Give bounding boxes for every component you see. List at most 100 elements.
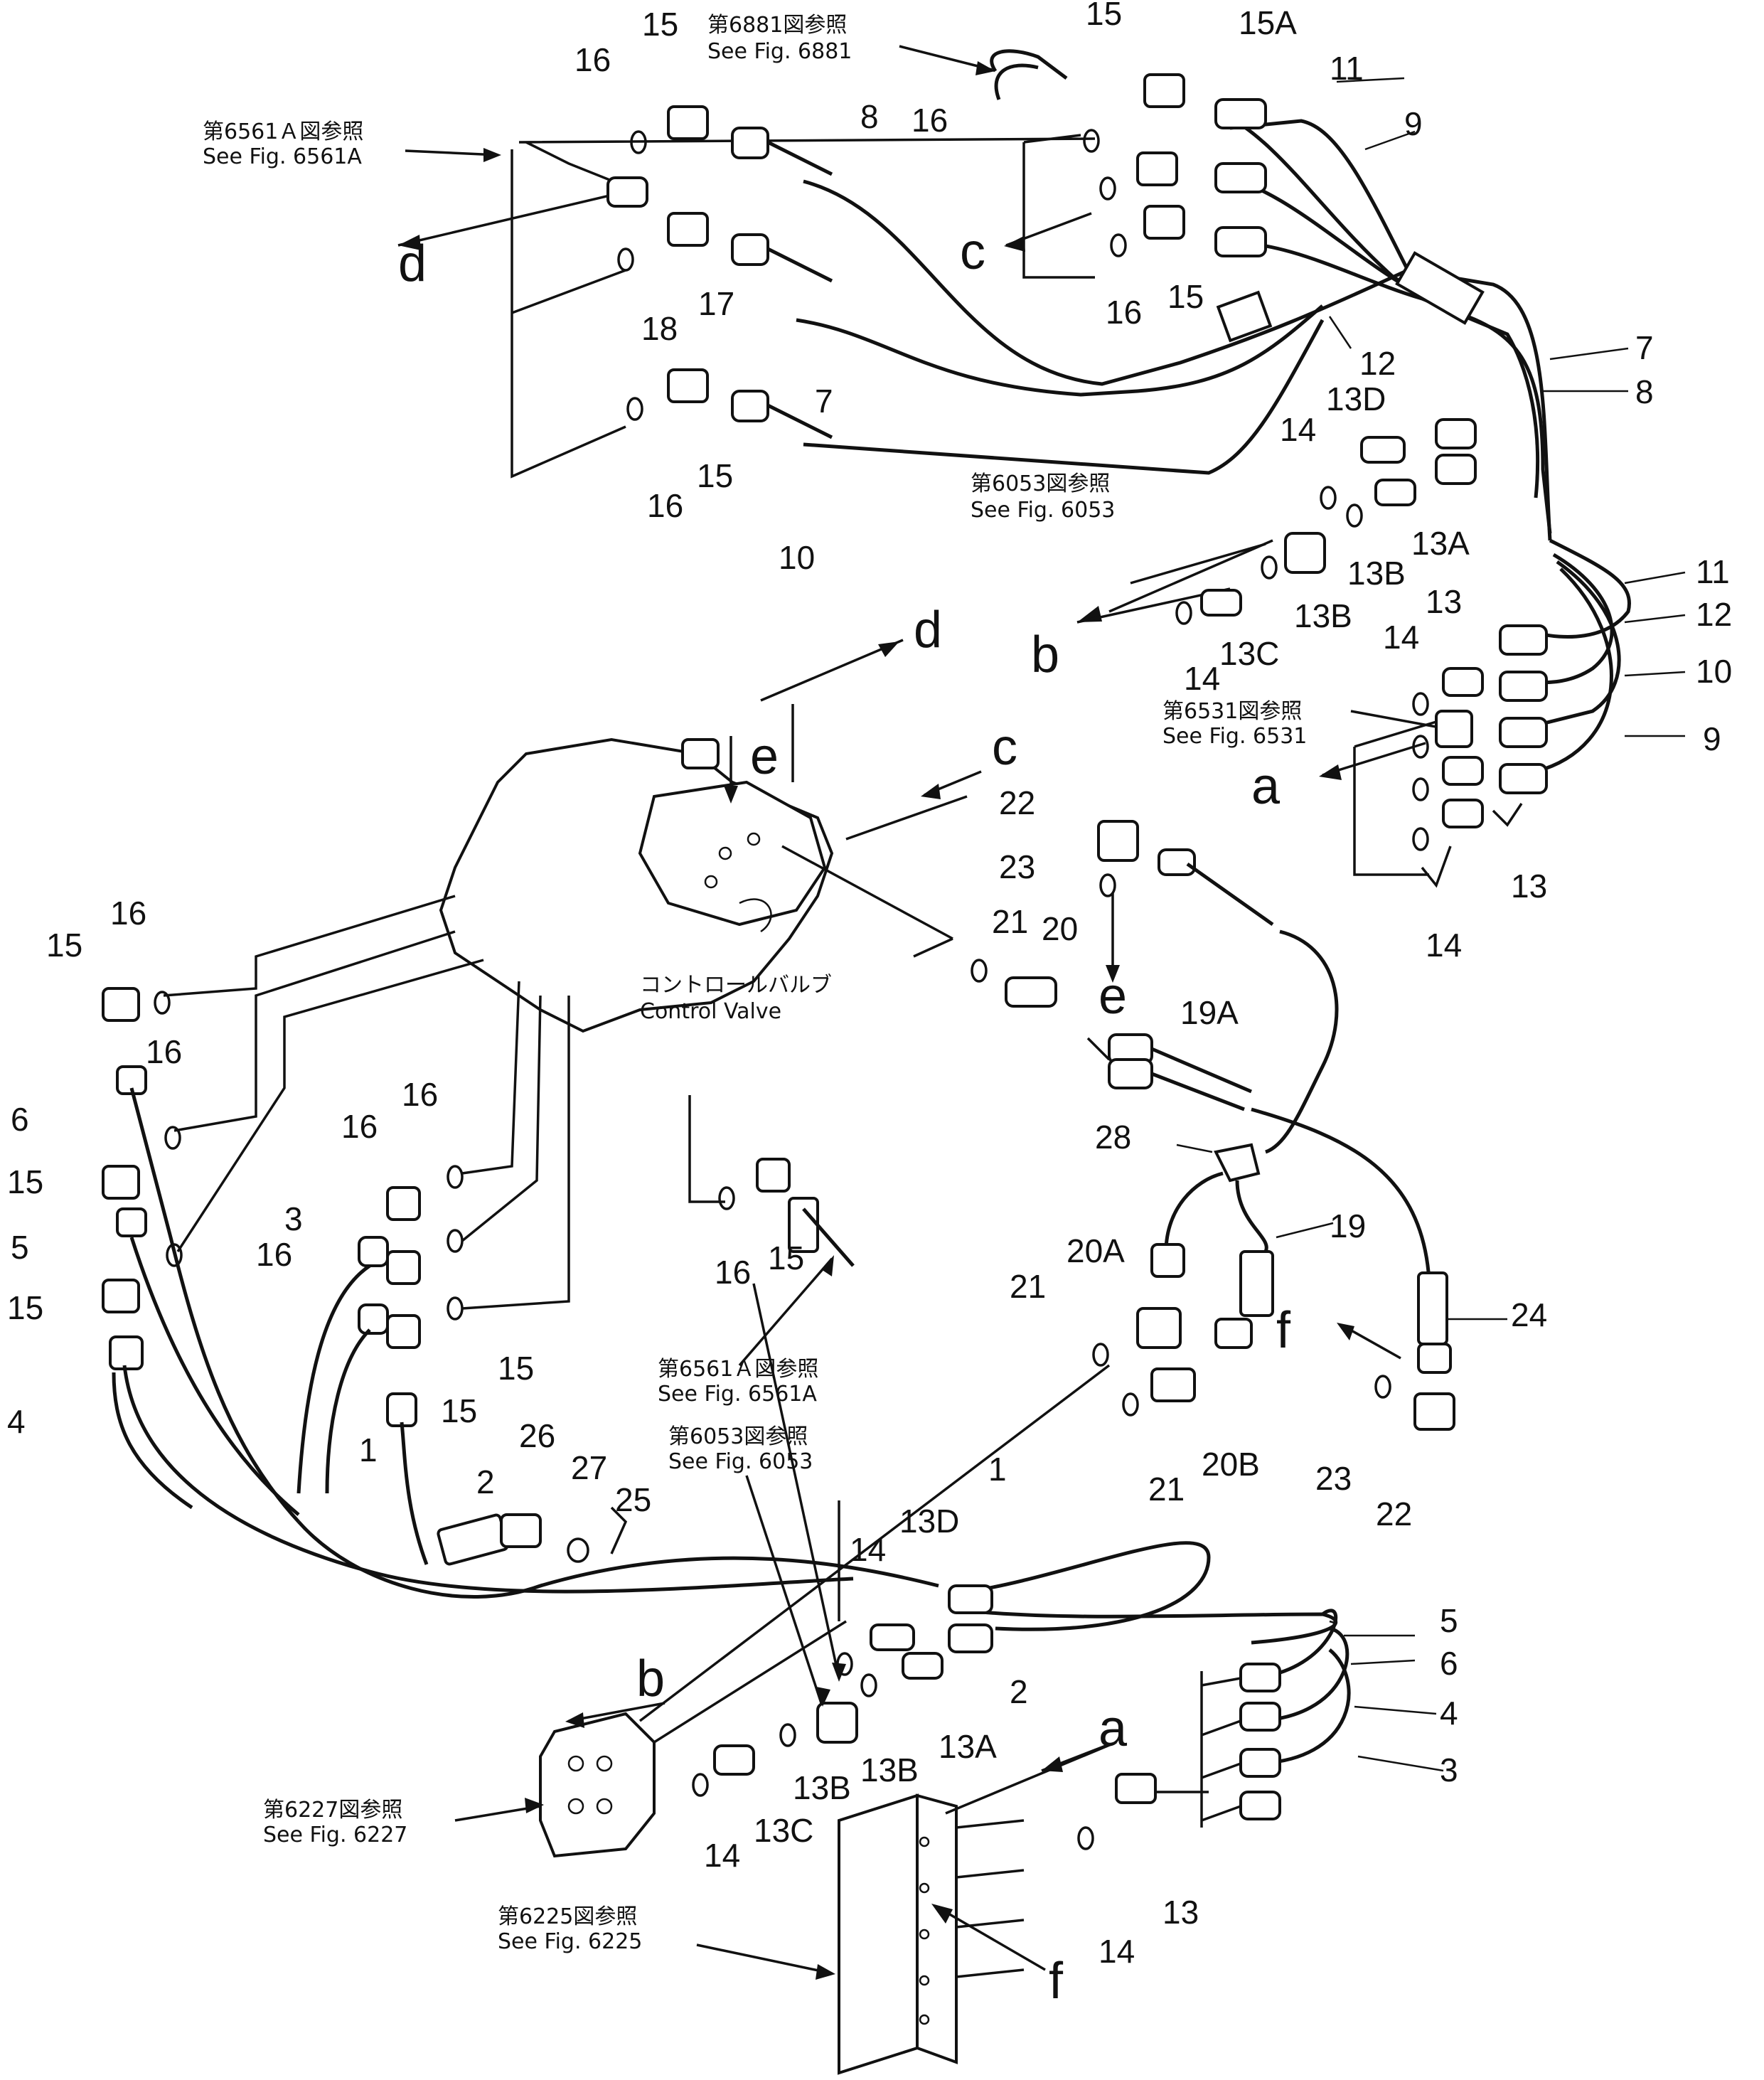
part-number: 13B [1294, 597, 1352, 634]
part-number: 5 [11, 1229, 29, 1266]
part-number: 3 [1440, 1751, 1458, 1788]
part-number: 7 [815, 383, 833, 420]
part-number: 13A [1411, 525, 1470, 562]
ref-note-6881-jp: 第6881図参照 [707, 13, 847, 38]
part-number: 28 [1095, 1119, 1131, 1156]
part-number: 18 [641, 310, 678, 347]
part-number: 13C [754, 1812, 813, 1849]
ref-note-6531-en: See Fig. 6531 [1162, 724, 1307, 749]
part-number: 13C [1219, 635, 1279, 672]
part-number: 14 [704, 1837, 740, 1874]
ref-note-6225-en: See Fig. 6225 [498, 1929, 642, 1954]
part-number: 22 [999, 784, 1035, 821]
part-number: 19A [1180, 994, 1239, 1031]
connection-letter-a-top: a [1251, 758, 1281, 815]
part-number: 1 [359, 1431, 378, 1468]
part-number: 13B [1347, 555, 1406, 592]
connection-letter-e-right: e [1099, 968, 1127, 1025]
part-number: 5 [1440, 1602, 1458, 1639]
part-number: 16 [256, 1236, 292, 1273]
part-number: 20B [1202, 1446, 1260, 1483]
part-number: 27 [571, 1449, 607, 1486]
part-number: 13A [939, 1728, 997, 1765]
part-number: 15A [1239, 4, 1297, 41]
part-number: 20A [1067, 1232, 1125, 1269]
part-number: 16 [146, 1033, 182, 1070]
part-number: 15 [7, 1289, 43, 1326]
part-number: 21 [1010, 1268, 1046, 1305]
connection-letters: d c b a d c e e f b a f [398, 223, 1291, 2010]
part-number: 23 [999, 848, 1035, 885]
part-number: 13 [1162, 1894, 1199, 1931]
part-number: 16 [912, 102, 948, 139]
diagram-linework [102, 45, 1686, 2075]
part-number: 13D [1326, 380, 1386, 417]
connection-letter-e-valve: e [750, 728, 779, 785]
connection-letter-b-top: b [1031, 626, 1059, 683]
part-number: 15 [642, 6, 678, 43]
connection-letter-d-valve: d [914, 602, 942, 658]
part-number: 8 [860, 98, 879, 135]
ref-note-6561a-mid-jp: 第6561Ａ図参照 [658, 1357, 818, 1382]
part-number: 16 [715, 1254, 751, 1291]
part-number: 16 [402, 1076, 438, 1113]
part-number: 16 [574, 41, 611, 78]
part-number: 13B [793, 1769, 851, 1806]
ref-note-6053-jp: 第6053図参照 [971, 471, 1110, 496]
part-number: 15 [441, 1392, 477, 1429]
part-number: 15 [46, 927, 82, 964]
part-number-callouts: 15 15 15A 16 16 8 11 9 17 18 16 15 12 7 … [7, 0, 1732, 1970]
control-valve-label-jp: コントロールバルブ [640, 973, 832, 998]
part-number: 15 [1086, 0, 1122, 32]
part-number: 16 [1106, 294, 1142, 331]
part-number: 2 [1010, 1673, 1028, 1710]
part-number: 2 [476, 1463, 495, 1500]
part-number: 14 [1383, 619, 1419, 656]
ref-note-6053-mid-en: See Fig. 6053 [668, 1449, 813, 1474]
part-number: 26 [519, 1417, 555, 1454]
connection-letter-c-valve: c [992, 719, 1017, 776]
part-number: 17 [698, 285, 734, 322]
ref-note-6227-en: See Fig. 6227 [263, 1823, 407, 1847]
part-number: 21 [1148, 1471, 1185, 1508]
reference-notes: 第6881図参照 See Fig. 6881 第6561Ａ図参照 See Fig… [203, 13, 1307, 1954]
ref-note-6561a-mid-en: See Fig. 6561A [658, 1382, 817, 1407]
part-number: 10 [1696, 653, 1732, 690]
part-number: 15 [7, 1163, 43, 1200]
part-number: 22 [1376, 1495, 1412, 1532]
part-number: 12 [1696, 596, 1732, 633]
part-number: 9 [1703, 720, 1721, 757]
part-number: 25 [615, 1481, 651, 1518]
part-number: 3 [284, 1200, 303, 1237]
part-number: 20 [1042, 910, 1078, 947]
part-number: 21 [992, 903, 1028, 940]
ref-note-6053-en: See Fig. 6053 [971, 498, 1115, 523]
part-number: 16 [110, 895, 146, 932]
part-number: 4 [7, 1403, 26, 1440]
part-number: 12 [1359, 345, 1396, 382]
part-number: 15 [498, 1350, 534, 1387]
part-number: 14 [1426, 927, 1462, 964]
ref-note-6561a-en: See Fig. 6561A [203, 144, 362, 169]
part-number: 10 [779, 539, 815, 576]
part-number: 11 [1696, 553, 1730, 590]
part-number: 16 [341, 1108, 378, 1145]
part-number: 13B [860, 1751, 919, 1788]
connection-letter-d-top: d [398, 235, 427, 292]
connection-letter-b-bottom: b [636, 1650, 665, 1707]
part-number: 11 [1330, 50, 1364, 87]
ref-note-6881-en: See Fig. 6881 [707, 39, 852, 64]
part-number: 7 [1635, 329, 1654, 366]
part-number: 6 [11, 1101, 29, 1138]
ref-note-6225-jp: 第6225図参照 [498, 1904, 637, 1929]
ref-note-6531-jp: 第6531図参照 [1162, 699, 1302, 724]
part-number: 9 [1404, 105, 1423, 142]
ref-note-6561a-jp: 第6561Ａ図参照 [203, 119, 363, 144]
connection-letter-f-bottom: f [1049, 1953, 1064, 2010]
part-number: 4 [1440, 1695, 1458, 1732]
part-number: 14 [1184, 660, 1220, 697]
connection-letter-f-right: f [1276, 1302, 1291, 1359]
part-number: 14 [1099, 1933, 1135, 1970]
connection-letter-a-bottom: a [1099, 1700, 1128, 1757]
